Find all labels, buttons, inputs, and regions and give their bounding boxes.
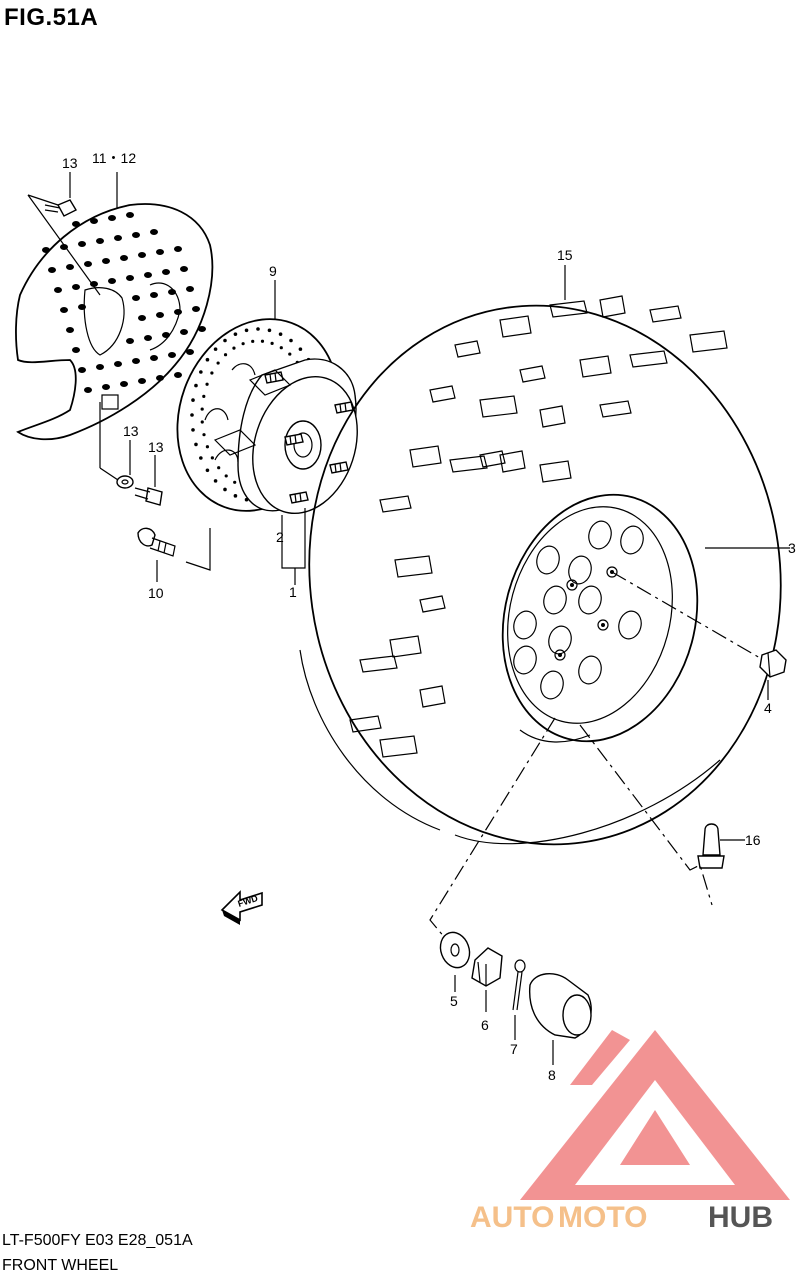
watermark-auto: AUTO [470,1201,554,1234]
model-code: LT-F500FY E03 E28_051A [2,1232,193,1249]
wheel-hub [213,358,358,515]
castle-nut-6 [471,947,503,987]
callout-4: 4 [764,700,772,716]
callout-16: 16 [745,832,761,848]
callout-13-top: 13 [62,155,78,171]
section-name: FRONT WHEEL [2,1257,119,1274]
fwd-arrow: FWD [220,890,263,925]
callout-11-12: 11・12 [92,150,136,166]
lug-nut [759,649,787,678]
callout-1: 1 [289,584,297,600]
watermark-moto: MOTO [558,1201,647,1234]
bolt-10 [137,527,176,557]
brake-disc-cover [15,203,214,441]
axis-lines [429,571,761,939]
callout-7: 7 [510,1041,518,1057]
callout-8: 8 [548,1067,556,1083]
tire [299,295,782,846]
watermark-hub: HUB [708,1201,773,1234]
watermark-logo [520,1030,790,1200]
callout-13-lower: 13 [148,439,164,455]
washer-14 [116,475,134,489]
callout-15: 15 [557,247,573,263]
callout-5: 5 [450,993,458,1009]
figure-title: FIG.51A [4,4,99,31]
callout-2: 2 [276,529,284,545]
callout-3: 3 [788,540,796,556]
bolt-13-top [44,199,77,217]
callout-10: 10 [148,585,164,601]
leader-lines [27,172,790,1065]
bolt-13-lower [134,487,163,506]
wheel-rim [501,493,699,743]
cotter-pin-7 [512,959,526,1011]
callout-14: 13 [123,423,139,439]
callout-9: 9 [269,263,277,279]
callout-6: 6 [481,1017,489,1033]
hub-cap-8 [528,973,592,1039]
callout-labels: 13 11・12 9 15 13 13 3 2 1 10 4 16 5 6 7 … [62,150,796,1083]
watermark-text: AUTO MOTO HUB [470,1201,773,1234]
washer-5 [439,931,471,969]
valve-stem [697,823,725,869]
